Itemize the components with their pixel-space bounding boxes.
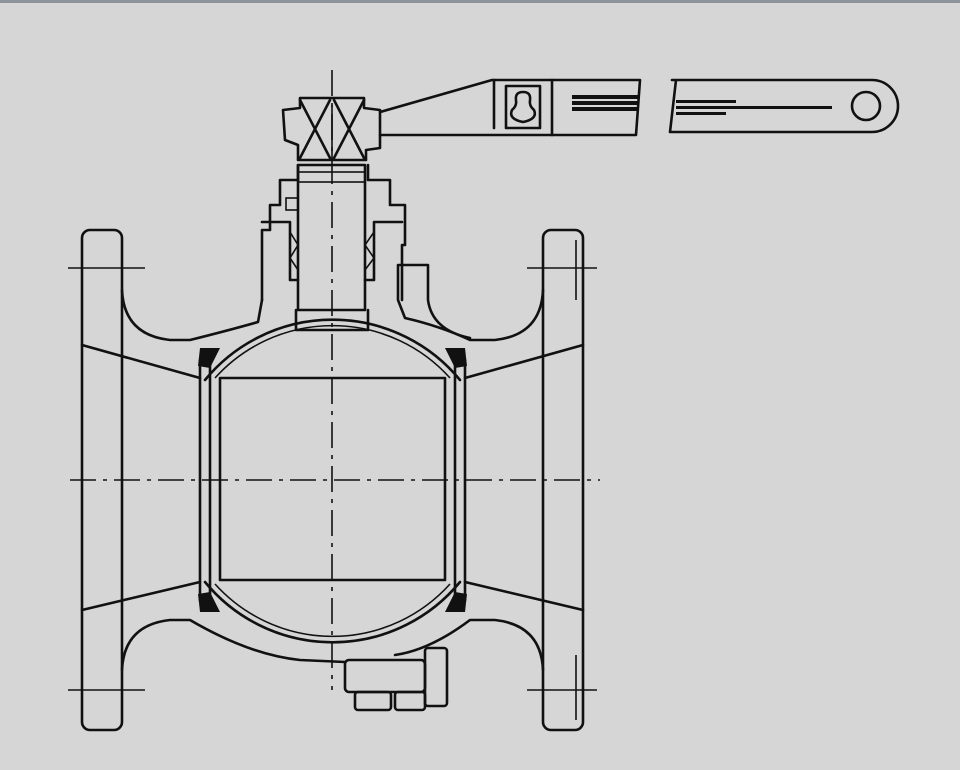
handle-head — [281, 96, 382, 162]
handle-lever — [378, 78, 900, 137]
valve-body — [120, 263, 545, 672]
left-flange — [80, 228, 202, 732]
ball — [203, 318, 462, 644]
drain-plug — [343, 646, 449, 712]
window-top-border — [0, 0, 960, 3]
bonnet — [260, 163, 407, 332]
right-flange — [463, 228, 585, 732]
centerlines — [68, 70, 600, 691]
